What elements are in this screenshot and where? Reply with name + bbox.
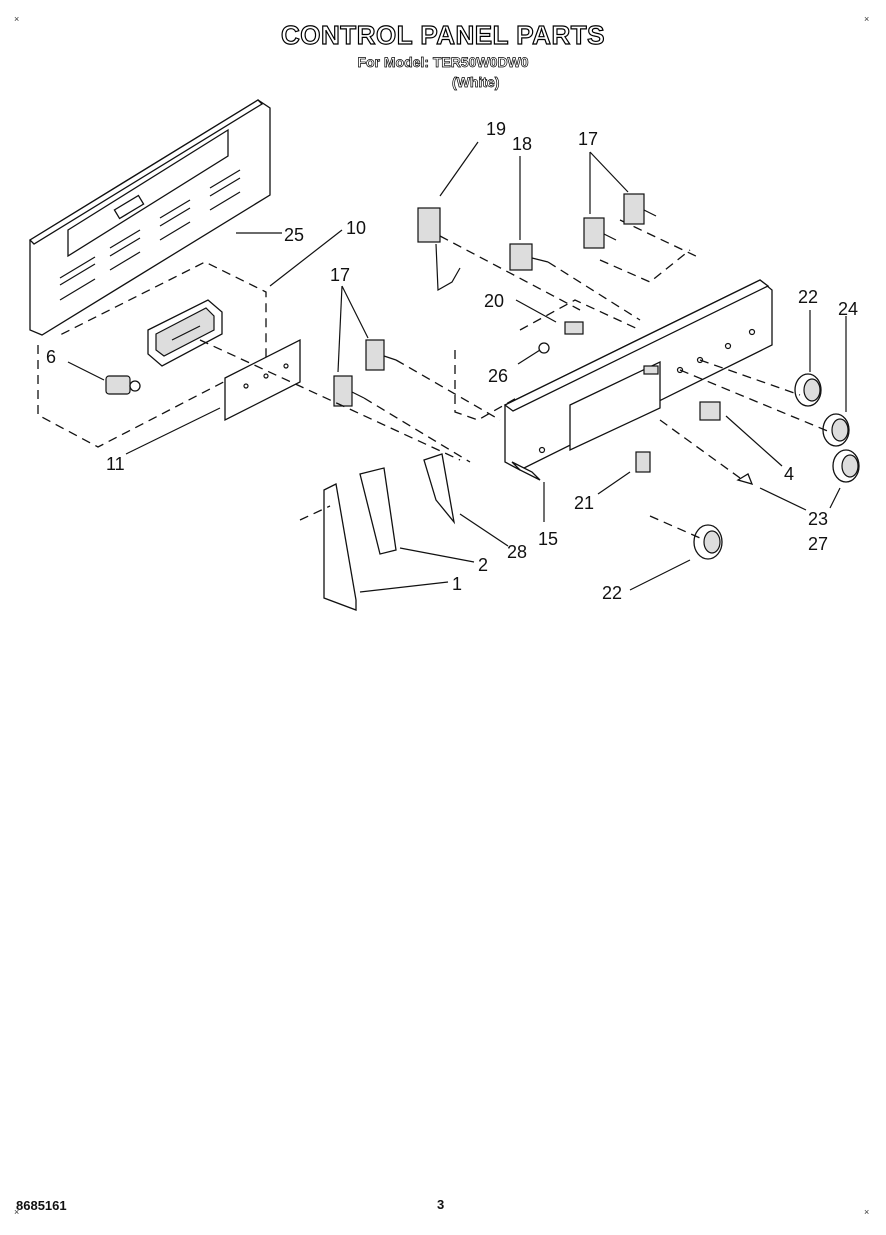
switch-part-18	[509, 243, 549, 271]
assembly-outline	[37, 219, 701, 448]
switch-part-19	[417, 207, 461, 292]
corner-mark: ×	[14, 14, 20, 24]
callout-1: 1	[452, 574, 462, 594]
switch-part-6	[105, 375, 141, 395]
rear-panel-part-25	[28, 99, 271, 336]
display-bezel-part-10	[147, 299, 223, 367]
switch-part-4	[699, 401, 721, 421]
clip-part-21	[635, 451, 651, 473]
small-parts-20-26	[538, 321, 584, 354]
document-number: 8685161	[16, 1198, 67, 1213]
switch-part-17-left	[333, 339, 397, 407]
callout-6: 6	[46, 347, 56, 367]
corner-mark: ×	[864, 14, 870, 24]
page-title: CONTROL PANEL PARTS	[280, 19, 605, 50]
callout-22: 22	[798, 287, 818, 307]
leader-lines	[67, 141, 847, 593]
corner-mark: ×	[14, 1207, 20, 1217]
bracket-part-28	[423, 453, 456, 525]
knob-part-22-top	[794, 373, 822, 407]
callout-4: 4	[784, 464, 794, 484]
callout-24: 24	[838, 299, 858, 319]
callout-25: 25	[284, 225, 304, 245]
callout-28: 28	[507, 542, 527, 562]
callout-20: 20	[484, 291, 504, 311]
callout-18: 18	[512, 134, 532, 154]
switch-part-17-right	[583, 193, 657, 249]
callout-21: 21	[574, 493, 594, 513]
color-variant: (White)	[452, 74, 500, 91]
knob-part-24	[822, 413, 850, 447]
knob-part-22-bottom	[693, 524, 723, 560]
callout-15: 15	[538, 529, 558, 549]
overlay-part-11	[224, 338, 301, 422]
end-cap-part-1	[323, 483, 357, 611]
callout-22: 22	[602, 583, 622, 603]
callout-10: 10	[346, 218, 366, 238]
callout-17: 17	[330, 265, 350, 285]
knob-part-23	[832, 449, 860, 483]
callout-27: 27	[808, 534, 828, 554]
callout-11: 11	[106, 454, 125, 474]
connection-lines	[199, 235, 831, 539]
callout-23: 23	[808, 509, 828, 529]
end-cap-part-2	[359, 467, 397, 555]
callout-17: 17	[578, 129, 598, 149]
control-panel-part-15	[503, 279, 773, 481]
callout-2: 2	[478, 555, 488, 575]
model-line: For Model: TER50W0DW0	[357, 54, 529, 71]
page-number: 3	[437, 1197, 445, 1212]
callout-26: 26	[488, 366, 508, 386]
indicator-part-27	[736, 473, 754, 485]
callout-19: 19	[486, 119, 506, 139]
corner-mark: ×	[864, 1207, 870, 1217]
